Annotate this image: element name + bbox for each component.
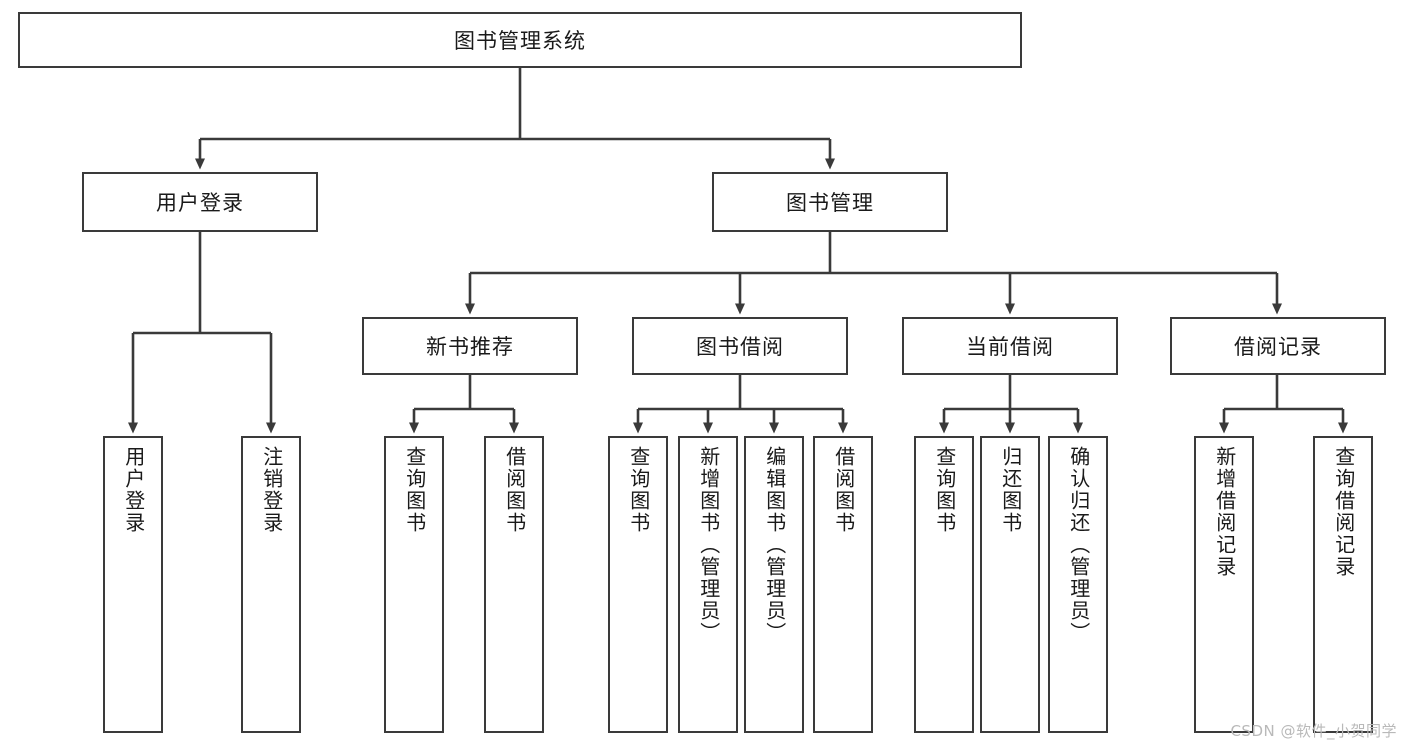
leaf-label: 查询图书 bbox=[932, 446, 957, 534]
leaf-label: 归还图书 bbox=[998, 446, 1023, 534]
leaf-label: 确认归还（管理员） bbox=[1066, 446, 1091, 644]
leaf-label: 新增借阅记录 bbox=[1212, 446, 1237, 578]
node-book-borrow-label: 图书借阅 bbox=[696, 335, 784, 359]
node-borrow-records-label: 借阅记录 bbox=[1234, 335, 1322, 359]
leaf-label: 用户登录 bbox=[121, 446, 146, 534]
node-root-label: 图书管理系统 bbox=[454, 29, 586, 53]
node-user-login-label: 用户登录 bbox=[156, 191, 244, 215]
node-borrow-records[interactable]: 借阅记录 bbox=[1170, 317, 1386, 375]
leaf-new-book-query[interactable]: 查询图书 bbox=[384, 436, 444, 733]
leaf-label: 查询图书 bbox=[626, 446, 651, 534]
node-new-book-recommend-label: 新书推荐 bbox=[426, 335, 514, 359]
leaf-borrow-borrow-book[interactable]: 借阅图书 bbox=[813, 436, 873, 733]
leaf-current-confirm-return-admin[interactable]: 确认归还（管理员） bbox=[1048, 436, 1108, 733]
leaf-current-query-book[interactable]: 查询图书 bbox=[914, 436, 974, 733]
leaf-user-login-logout[interactable]: 注销登录 bbox=[241, 436, 301, 733]
node-book-management[interactable]: 图书管理 bbox=[712, 172, 948, 232]
leaf-current-return-book[interactable]: 归还图书 bbox=[980, 436, 1040, 733]
node-root[interactable]: 图书管理系统 bbox=[18, 12, 1022, 68]
leaf-borrow-query-book[interactable]: 查询图书 bbox=[608, 436, 668, 733]
leaf-label: 借阅图书 bbox=[502, 446, 527, 534]
leaf-label: 注销登录 bbox=[259, 446, 284, 534]
node-new-book-recommend[interactable]: 新书推荐 bbox=[362, 317, 578, 375]
leaf-user-login-login[interactable]: 用户登录 bbox=[103, 436, 163, 733]
leaf-label: 查询图书 bbox=[402, 446, 427, 534]
leaf-records-query-record[interactable]: 查询借阅记录 bbox=[1313, 436, 1373, 733]
leaf-label: 编辑图书（管理员） bbox=[762, 446, 787, 644]
leaf-borrow-edit-book-admin[interactable]: 编辑图书（管理员） bbox=[744, 436, 804, 733]
node-current-borrow-label: 当前借阅 bbox=[966, 335, 1054, 359]
leaf-new-book-borrow[interactable]: 借阅图书 bbox=[484, 436, 544, 733]
node-book-management-label: 图书管理 bbox=[786, 191, 874, 215]
watermark-csdn: CSDN @软件_小贺同学 bbox=[1230, 722, 1397, 740]
node-book-borrow[interactable]: 图书借阅 bbox=[632, 317, 848, 375]
leaf-borrow-add-book-admin[interactable]: 新增图书（管理员） bbox=[678, 436, 738, 733]
leaf-label: 查询借阅记录 bbox=[1331, 446, 1356, 578]
leaf-label: 借阅图书 bbox=[831, 446, 856, 534]
leaf-label: 新增图书（管理员） bbox=[696, 446, 721, 644]
node-current-borrow[interactable]: 当前借阅 bbox=[902, 317, 1118, 375]
node-user-login[interactable]: 用户登录 bbox=[82, 172, 318, 232]
leaf-records-add-record[interactable]: 新增借阅记录 bbox=[1194, 436, 1254, 733]
